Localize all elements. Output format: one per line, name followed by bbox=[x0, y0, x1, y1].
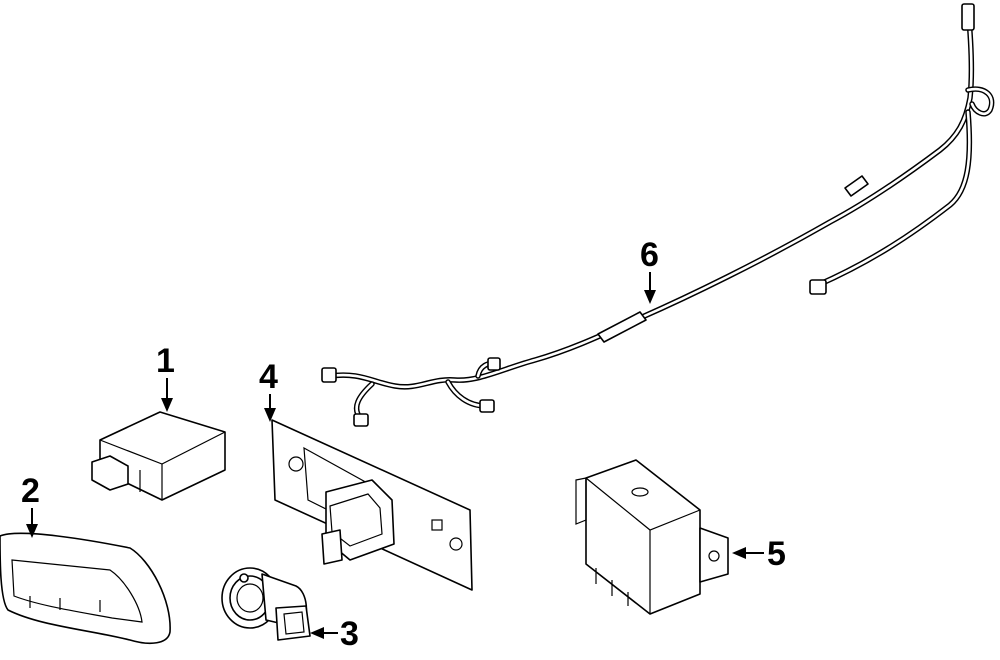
parking-sensor bbox=[221, 567, 311, 641]
callout-6-label: 6 bbox=[640, 236, 659, 274]
callout-4: 4 bbox=[259, 358, 278, 422]
callout-1: 1 bbox=[156, 342, 175, 412]
callout-2: 2 bbox=[21, 472, 40, 538]
callout-6: 6 bbox=[640, 236, 659, 304]
callout-1-label: 1 bbox=[156, 342, 175, 380]
callout-5: 5 bbox=[732, 535, 786, 573]
callout-5-label: 5 bbox=[767, 535, 786, 573]
callout-3: 3 bbox=[310, 615, 359, 653]
wiring-harness bbox=[321, 3, 995, 427]
callout-3-label: 3 bbox=[340, 615, 359, 653]
control-module bbox=[91, 411, 226, 501]
callout-4-label: 4 bbox=[259, 358, 278, 396]
parking-aid-control-unit bbox=[575, 459, 729, 615]
sensor-bracket bbox=[271, 419, 473, 591]
callout-2-label: 2 bbox=[21, 472, 40, 510]
sensor-bezel bbox=[0, 532, 171, 645]
